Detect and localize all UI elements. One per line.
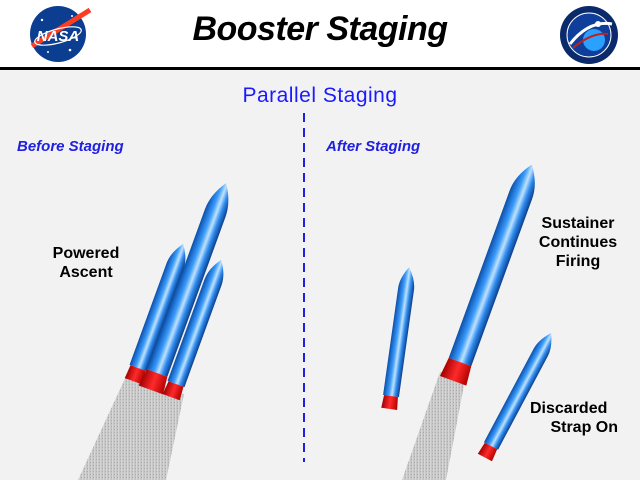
strap-on-booster-left (124, 243, 186, 385)
nasa-logo-text: NASA (37, 28, 80, 45)
caption-line: Strap On (550, 419, 618, 436)
caption-line: Powered (52, 245, 120, 262)
exhaust-plume (78, 372, 184, 480)
discarded-strap-on-left (381, 267, 415, 410)
diagram-canvas (0, 70, 640, 480)
powered-ascent-caption: Powered Ascent (40, 244, 132, 282)
caption-line: Continues (538, 234, 618, 251)
nasa-logo-icon: NASA (30, 6, 92, 62)
after-staging-sustainer (402, 164, 535, 480)
discarded-strap-on-right (477, 332, 552, 462)
exploration-emblem-icon (560, 6, 618, 64)
before-staging-label: Before Staging (17, 138, 124, 155)
caption-line: Firing (555, 253, 601, 270)
caption-line: Ascent (59, 264, 113, 281)
header-bar (0, 0, 640, 68)
exhaust-plume (402, 372, 465, 480)
header-divider (0, 67, 640, 70)
page-title: Booster Staging (192, 10, 448, 48)
before-staging-rocket-stack (78, 183, 229, 480)
after-staging-label: After Staging (326, 138, 421, 155)
diagram-subtitle: Parallel Staging (242, 84, 398, 107)
sustainer-core-rocket (138, 183, 229, 395)
caption-line: Sustainer (541, 215, 615, 232)
strap-on-booster-right (162, 259, 224, 401)
sustainer-rocket (440, 164, 535, 386)
sustainer-caption: Sustainer Continues Firing (528, 214, 628, 271)
discarded-caption: Discarded Strap On (530, 399, 634, 437)
caption-line: Discarded (530, 400, 608, 417)
